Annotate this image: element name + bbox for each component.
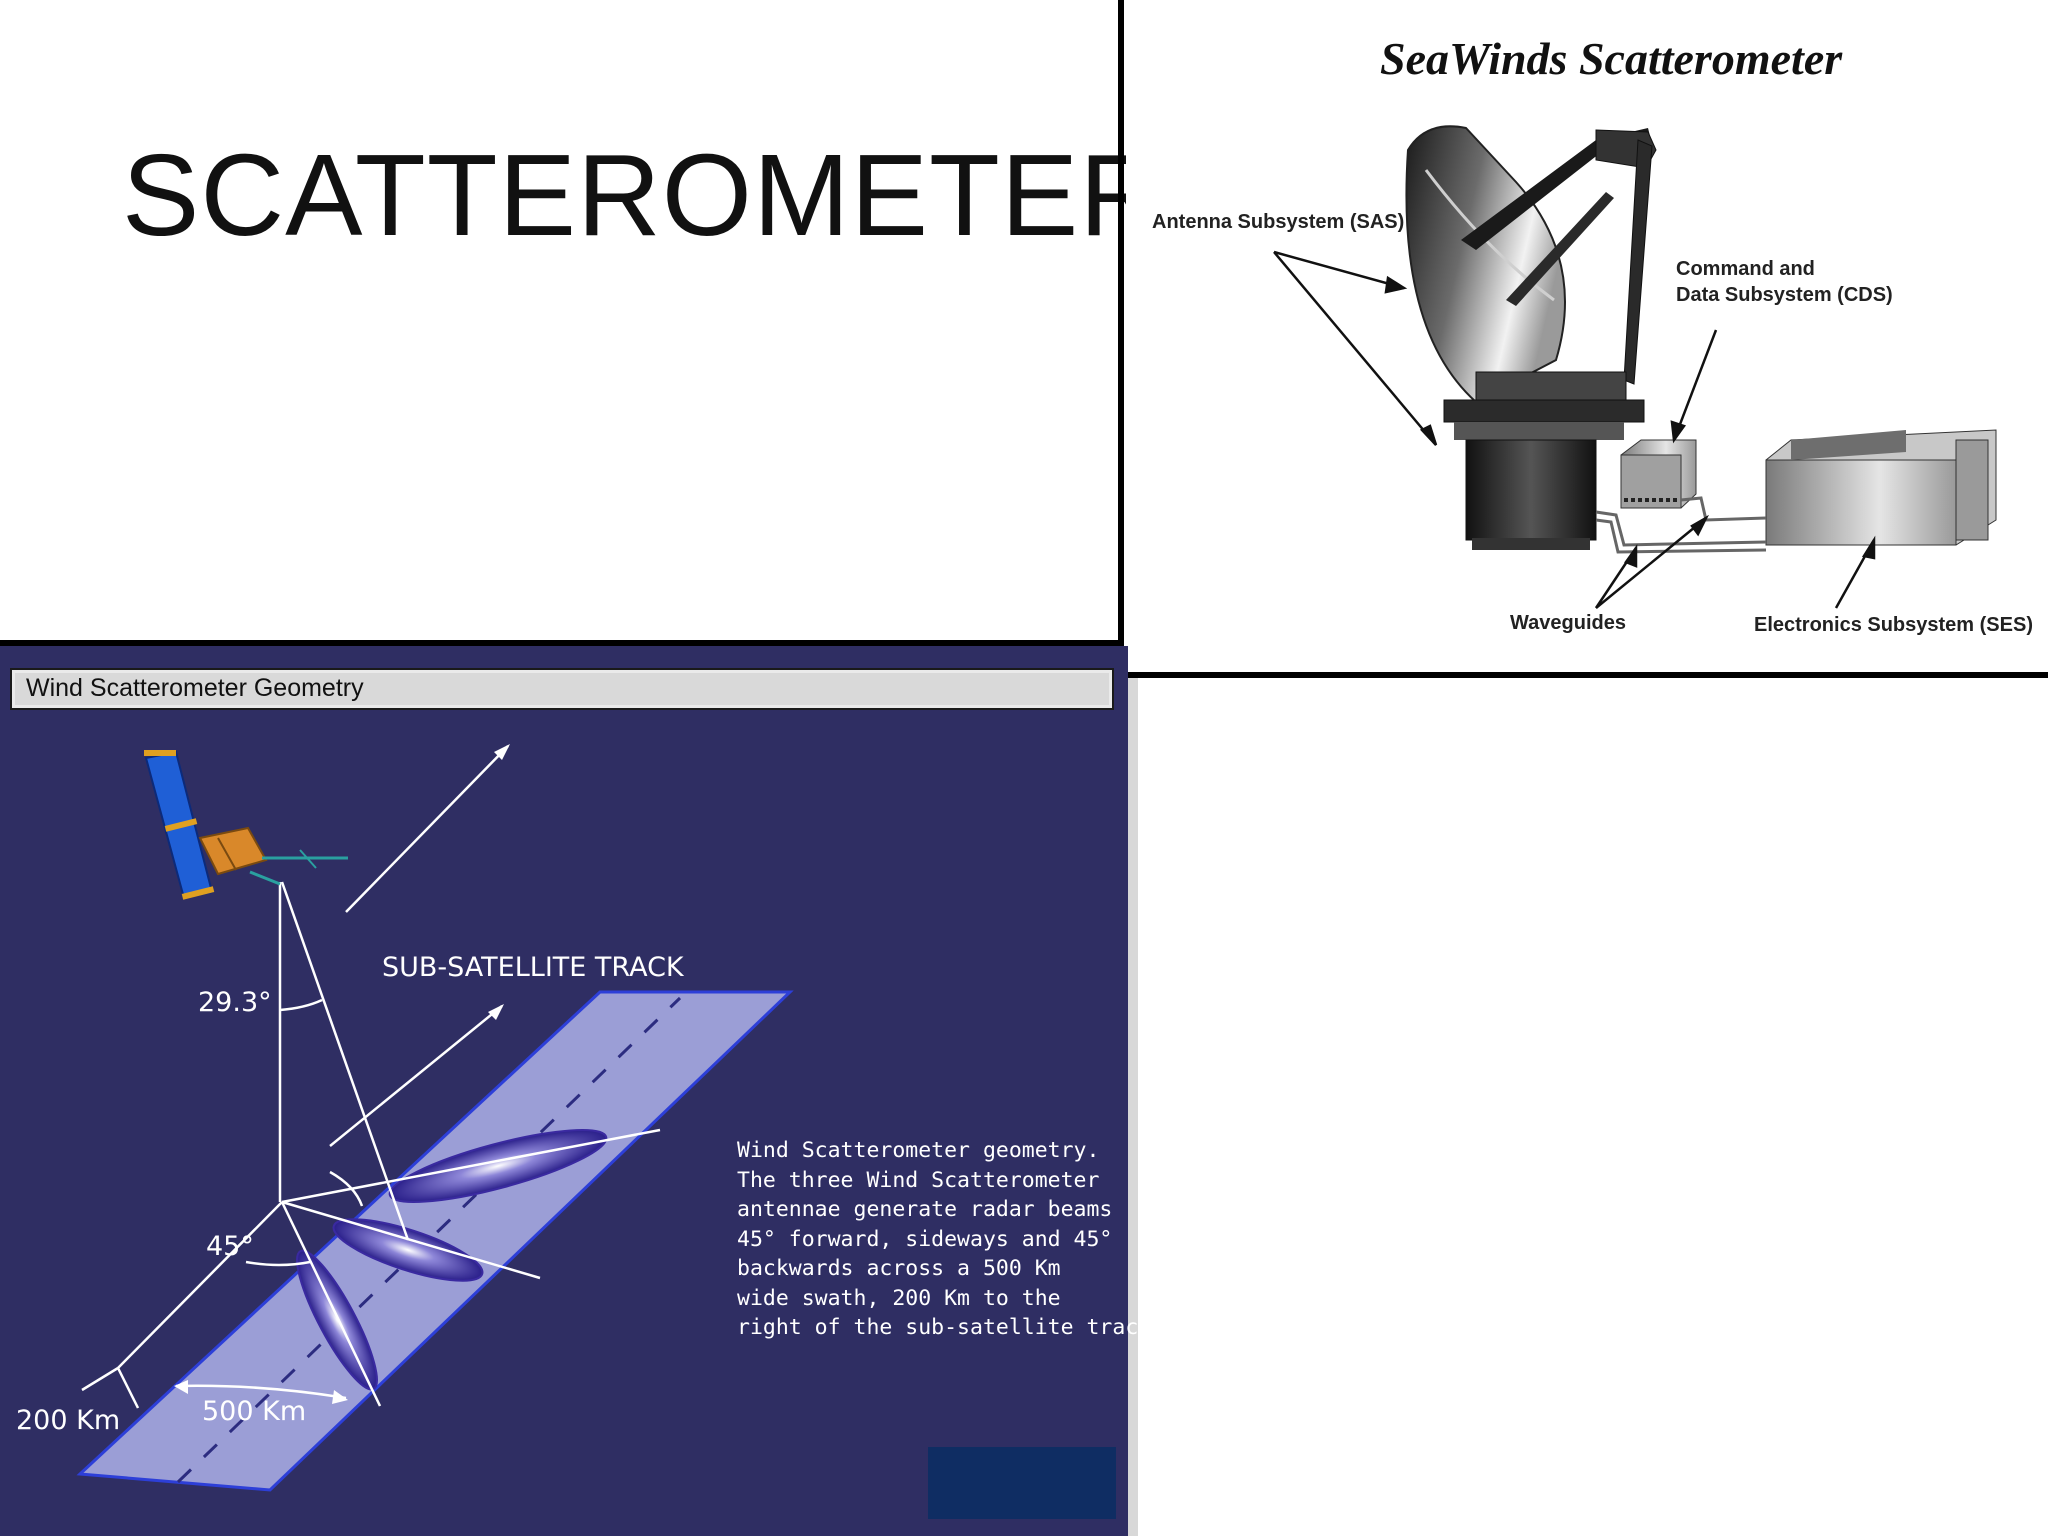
description-line: 45° forward, sideways and 45° [737,1226,1113,1252]
waveguides [1595,496,1767,554]
description-line: The three Wind Scatterometer [737,1167,1100,1193]
geometry-lines [81,745,661,1409]
arrowheads [174,744,510,1404]
geometry-titlebar [10,668,1114,710]
satellite [144,750,348,900]
label-command-data-1: Command and [1676,258,1815,280]
slide-title: SCATTEROMETER [122,130,1164,260]
seawinds-title: SeaWinds Scatterometer [1380,33,1843,84]
panel-divider-vertical [1118,0,1124,676]
label-antenna-subsystem: Antenna Subsystem (SAS) [1152,211,1405,233]
sub-satellite-track-label: SUB-SATELLITE TRACK [382,952,684,983]
distance-label-500km: 500 Km [202,1396,307,1427]
label-command-data-2: Data Subsystem (CDS) [1676,284,1893,306]
seawinds-panel [1126,0,2048,676]
description-line: right of the sub-satellite track. [737,1315,1165,1340]
label-electronics-subsystem: Electronics Subsystem (SES) [1754,614,2033,636]
corner-box [928,1447,1116,1519]
geometry-description: Wind Scatterometer geometry. The three W… [737,1136,1165,1343]
seawinds-diagram [1273,125,1997,609]
geometry-diagram [76,744,794,1492]
panel-divider-horizontal [1118,672,2048,678]
radar-beams [296,1129,608,1391]
callout-arrows [1273,250,1876,609]
geometry-panel-top-border [0,640,1124,646]
panel-shadow [1128,678,1138,1536]
label-waveguides: Waveguides [1510,612,1626,634]
angle-label-29-3: 29.3° [198,987,272,1018]
antenna-dish [1405,125,1657,404]
description-line: backwards across a 500 Km [737,1256,1061,1281]
description-line: wide swath, 200 Km to the [737,1285,1061,1311]
ses-box [1765,429,1997,546]
description-line: Wind Scatterometer geometry. [737,1138,1100,1163]
antenna-pedestal [1443,371,1645,550]
cds-box [1620,439,1697,509]
sub-satellite-track-line [176,996,682,1484]
angle-label-45: 45° [206,1231,254,1262]
geometry-window-title: Wind Scatterometer Geometry [26,674,364,702]
distance-label-200km: 200 Km [16,1405,121,1436]
description-line: antennae generate radar beams [737,1197,1113,1222]
